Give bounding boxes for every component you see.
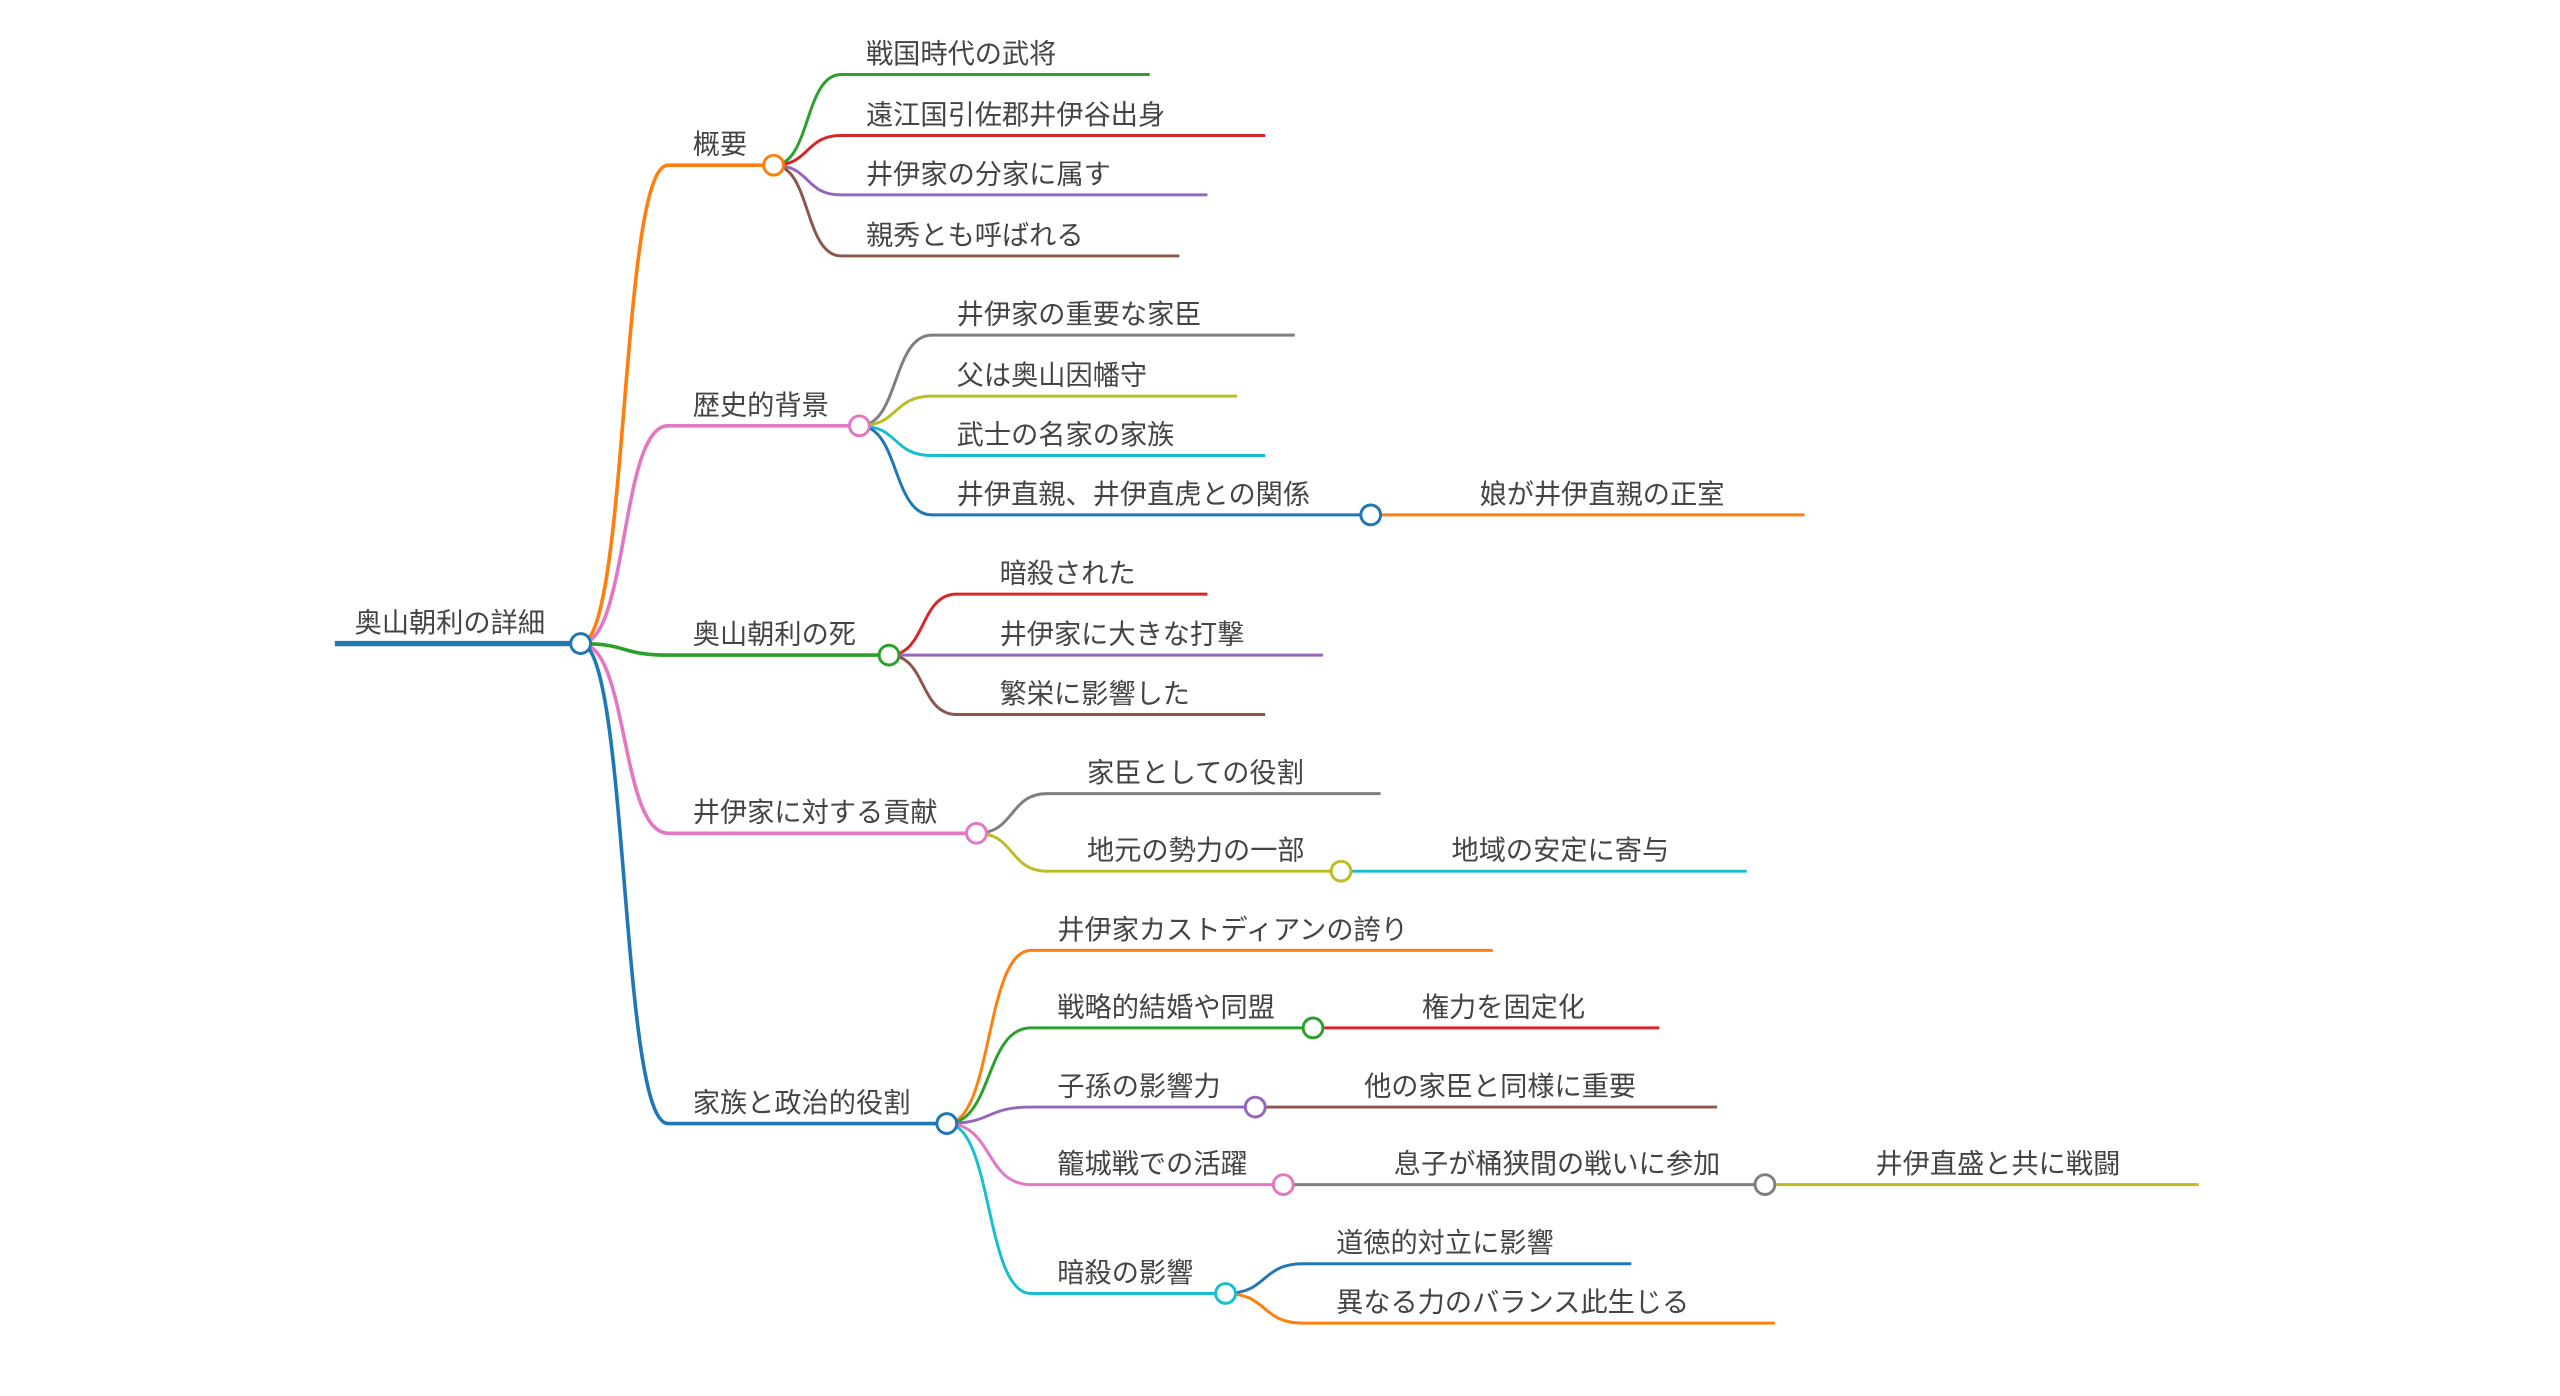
subtopic-node-label[interactable]: 井伊直親、井伊直虎との関係: [957, 479, 1310, 510]
branch-edge: [1225, 1291, 1775, 1325]
branch-edge: [773, 163, 1208, 197]
branch-edge: [946, 1122, 1226, 1295]
collapse-toggle[interactable]: [1753, 1173, 1777, 1196]
branch-edge: [859, 424, 1266, 458]
subtopic-node-label[interactable]: 井伊家カストディアンの誇り: [1057, 915, 1408, 946]
topic-node-label[interactable]: 概要: [693, 130, 747, 161]
collapse-toggle[interactable]: [847, 414, 871, 438]
subtopic-node-label[interactable]: 家臣としての役割: [1087, 758, 1304, 789]
topic-node-label[interactable]: 井伊家に対する貢献: [693, 798, 938, 829]
topic-node-label[interactable]: 奥山朝利の死: [693, 620, 856, 651]
branch-edge: [773, 163, 1180, 258]
collapse-toggle[interactable]: [1329, 859, 1353, 883]
subtopic-node-label[interactable]: 戦略的結婚や同盟: [1057, 992, 1275, 1023]
subtopic-node-label[interactable]: 道徳的対立に影響: [1336, 1228, 1554, 1259]
subtopic-node-label[interactable]: 他の家臣と同様に重要: [1364, 1072, 1636, 1103]
root-node-label[interactable]: 奥山朝利の詳細: [355, 608, 545, 639]
subtopic-node-label[interactable]: 異なる力のバランス此生じる: [1336, 1288, 1689, 1319]
branch-edge: [946, 948, 1493, 1126]
root-collapse-toggle[interactable]: [569, 632, 592, 655]
topic-node-label[interactable]: 家族と政治的役割: [693, 1088, 911, 1119]
branch-edge: [946, 1122, 1284, 1187]
subtopic-node-label[interactable]: 籠城戦での活躍: [1057, 1149, 1247, 1180]
subtopic-node-label[interactable]: 権力を固定化: [1422, 992, 1585, 1023]
branch-edge: [888, 653, 1266, 716]
subtopic-node-label[interactable]: 父は奥山因幡守: [957, 361, 1147, 392]
branch-edge: [976, 831, 1342, 873]
branch-edge: [859, 333, 1295, 428]
subtopic-node-label[interactable]: 地元の勢力の一部: [1087, 836, 1305, 867]
collapse-toggle[interactable]: [762, 153, 785, 177]
subtopic-node-label[interactable]: 息子が桶狭間の戦いに参加: [1394, 1149, 1720, 1180]
collapse-toggle[interactable]: [877, 643, 901, 667]
collapse-toggle[interactable]: [1301, 1016, 1325, 1040]
branch-edge: [580, 641, 890, 657]
branch-edge: [580, 641, 977, 836]
subtopic-node-label[interactable]: 暗殺の影響: [1057, 1258, 1193, 1289]
branch-edge: [773, 134, 1266, 167]
collapse-toggle[interactable]: [1214, 1282, 1237, 1305]
topic-node-label[interactable]: 歴史的背景: [693, 390, 829, 421]
branch-edge: [580, 641, 947, 1126]
collapse-toggle[interactable]: [935, 1112, 959, 1135]
branch-edge: [946, 1105, 1256, 1126]
subtopic-node-label[interactable]: 戦国時代の武将: [866, 39, 1056, 70]
subtopic-node-label[interactable]: 親秀とも呼ばれる: [866, 220, 1084, 251]
branch-edge: [859, 394, 1238, 428]
subtopic-node-label[interactable]: 井伊家の重要な家臣: [957, 300, 1202, 331]
collapse-toggle[interactable]: [965, 821, 988, 845]
subtopic-node-label[interactable]: 井伊家の分家に属す: [866, 159, 1111, 190]
branch-edge: [946, 1026, 1313, 1126]
subtopic-node-label[interactable]: 子孫の影響力: [1057, 1072, 1220, 1103]
subtopic-node-label[interactable]: 娘が井伊直親の正室: [1480, 479, 1725, 510]
subtopic-node-label[interactable]: 地域の安定に寄与: [1452, 836, 1670, 867]
subtopic-node-label[interactable]: 繁栄に影響した: [1000, 679, 1190, 710]
branch-edge: [859, 424, 1371, 517]
branch-edge: [1225, 1262, 1632, 1295]
collapse-toggle[interactable]: [1359, 503, 1383, 527]
mindmap-edges: [334, 73, 2199, 1325]
subtopic-node-label[interactable]: 暗殺された: [1000, 559, 1136, 590]
branch-edge: [888, 592, 1208, 657]
collapse-toggle[interactable]: [1271, 1173, 1295, 1196]
branch-edge: [976, 792, 1381, 835]
subtopic-node-label[interactable]: 武士の名家の家族: [957, 420, 1175, 451]
subtopic-node-label[interactable]: 遠江国引佐郡井伊谷出身: [866, 100, 1165, 131]
branch-edge: [580, 424, 860, 646]
subtopic-node-label[interactable]: 井伊家に大きな打撃: [1000, 620, 1245, 651]
collapse-toggle[interactable]: [1243, 1095, 1267, 1119]
branch-edge: [580, 163, 774, 646]
subtopic-node-label[interactable]: 井伊直盛と共に戦闘: [1875, 1149, 2120, 1180]
branch-edge: [773, 73, 1150, 167]
mindmap-nodes: 奥山朝利の詳細 概要 戦国時代の武将遠江国引佐郡井伊谷出身井伊家の分家に属す親秀とも…: [355, 39, 2121, 1319]
